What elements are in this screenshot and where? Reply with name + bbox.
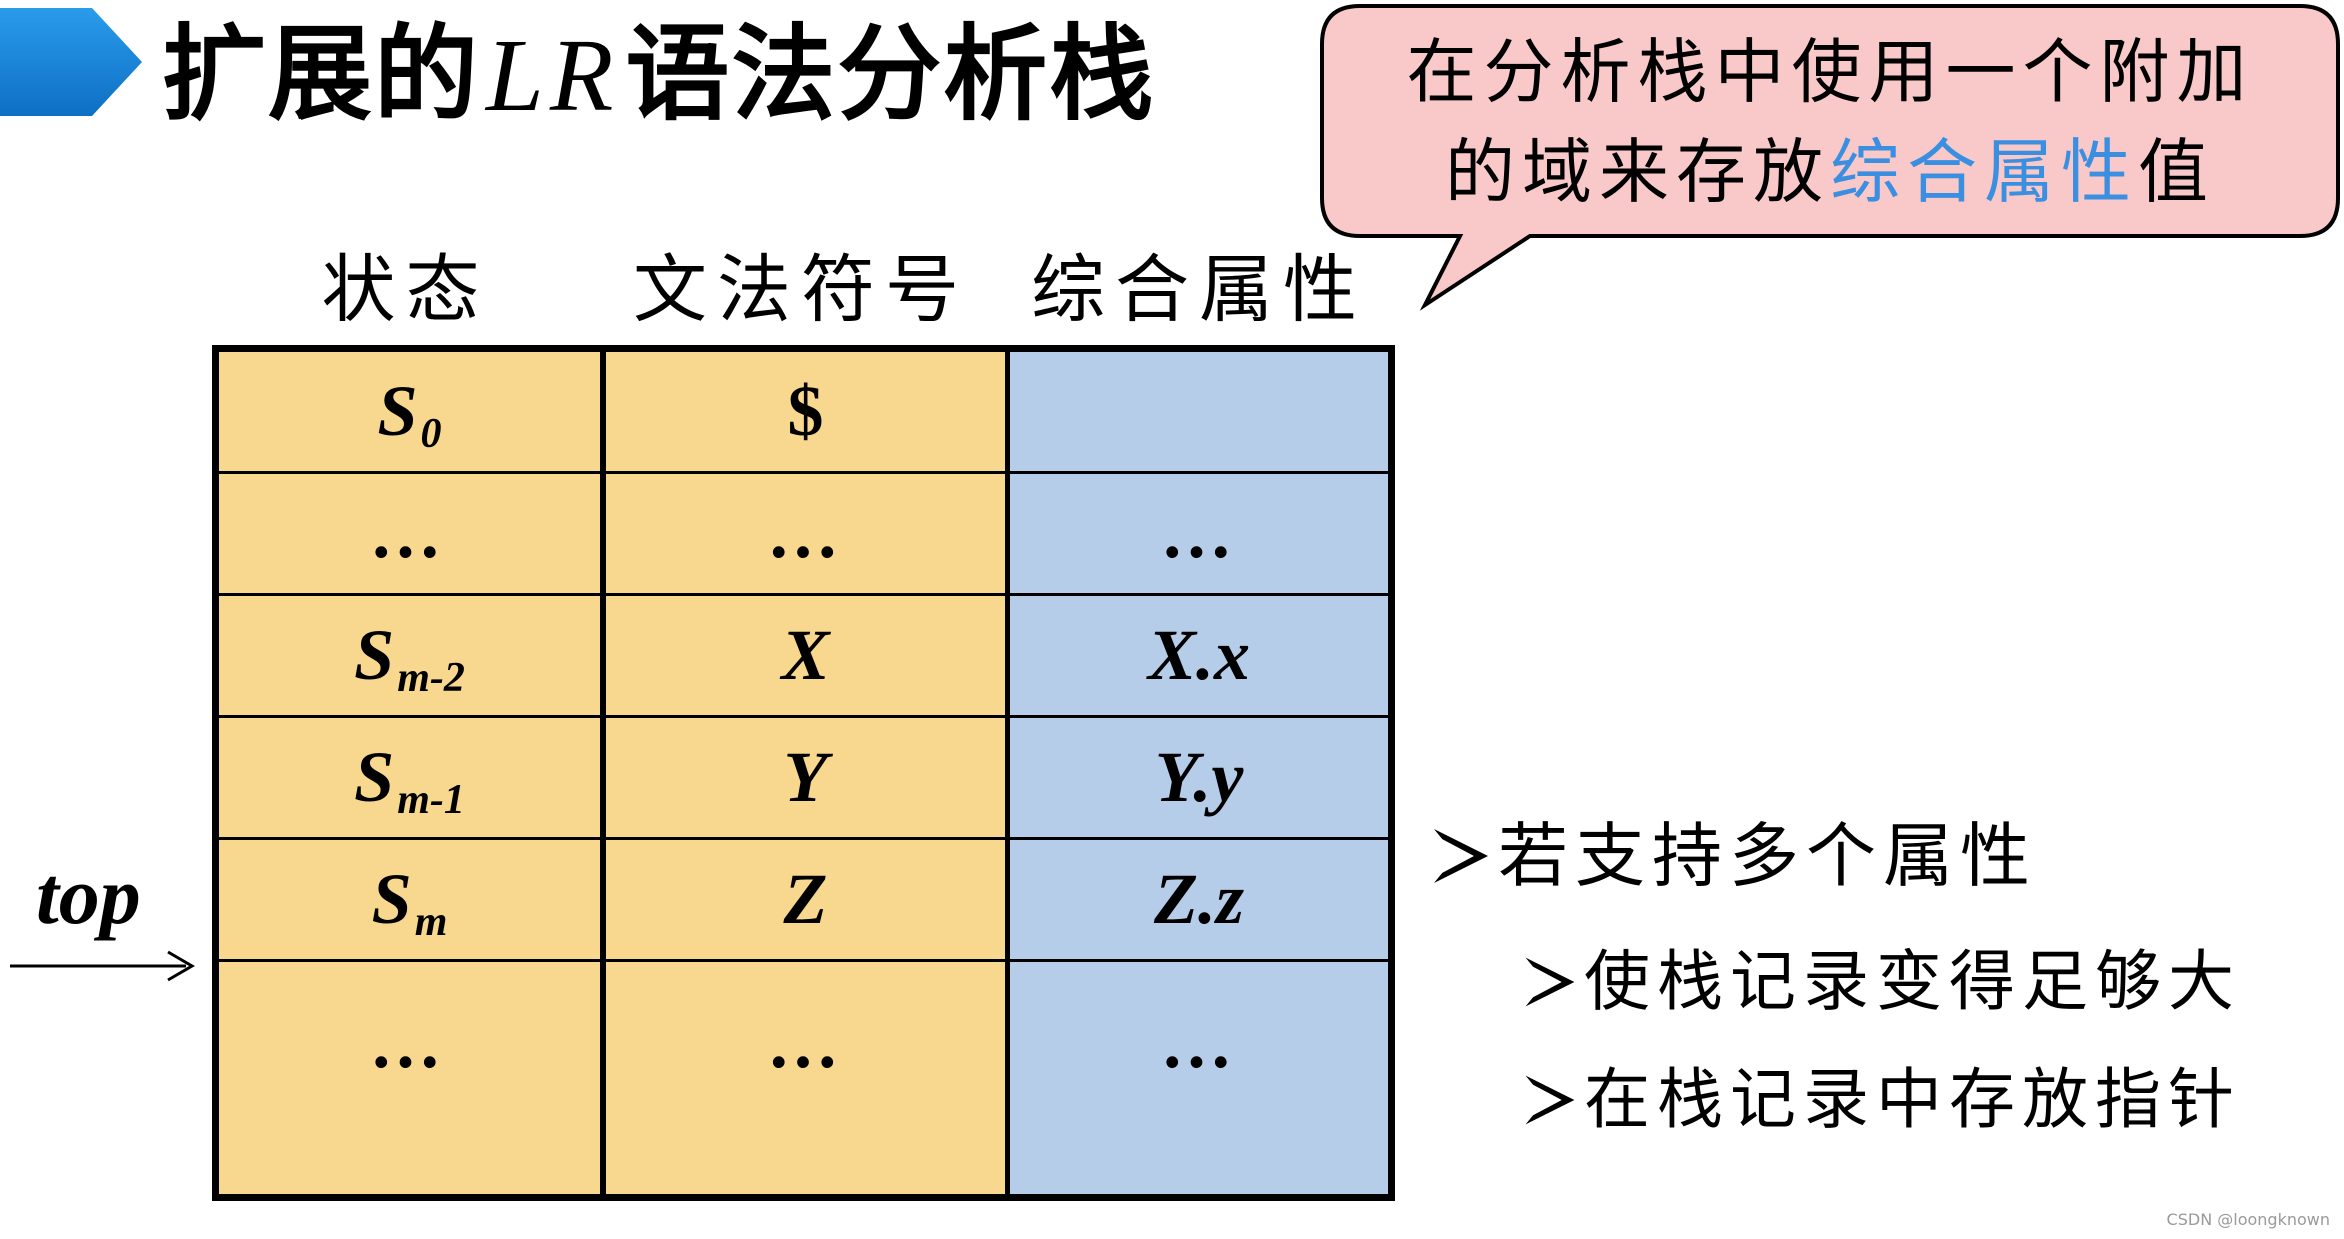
stack-cell-symbol-3: Y [606,718,1010,840]
stack-cell-attr-0 [1010,352,1388,474]
header-attribute: 综合属性 [1031,247,1367,333]
bullet-arrow-icon [1525,1075,1575,1125]
callout-line-2: 的域来存放综合属性值 [1445,131,2215,213]
title-arrow-icon [0,8,142,116]
stack-cell-attr-1: … [1010,474,1388,596]
bullet-sub-2: 在栈记录中存放指针 [1522,1050,2241,1150]
title-prefix: 扩展的 [162,13,481,135]
title-grammar: LR [486,18,620,133]
stack-cell-attr-5: … [1010,962,1388,1194]
bullet-main-text: 若支持多个属性 [1498,815,2037,897]
header-symbol: 文法符号 [633,247,969,333]
title-suffix: 语法分析栈 [625,13,1156,135]
stack-cell-state-5: … [219,962,606,1194]
bullet-arrow-icon [1434,829,1488,883]
bullet-sub-1-text: 使栈记录变得足够大 [1584,943,2241,1020]
callout-text: 在分析栈中使用一个附加 的域来存放综合属性值 [1325,22,2335,222]
stack-cell-symbol-0: $ [606,352,1010,474]
bullet-arrow-icon [1525,957,1575,1007]
bullet-sub-1: 使栈记录变得足够大 [1522,932,2241,1032]
stack-cell-symbol-1: … [606,474,1010,596]
callout-bubble [1320,4,2340,311]
header-state: 状态 [321,247,490,333]
top-pointer-label: top [36,850,141,941]
bullet-main: 若支持多个属性 [1430,806,2037,906]
bullet-sub-2-text: 在栈记录中存放指针 [1584,1061,2241,1138]
top-pointer-arrow-icon [10,950,195,982]
stack-cell-attr-4: Z.z [1010,840,1388,962]
stack-cell-symbol-2: X [606,596,1010,718]
watermark: CSDN @loongknown [2166,1210,2330,1229]
callout-highlight: 综合属性 [1830,131,2138,213]
page-title: 扩展的LR语法分析栈 [162,14,1155,136]
stack-cell-state-1: … [219,474,606,596]
callout-line-1: 在分析栈中使用一个附加 [1406,31,2254,113]
stack-cell-symbol-5: … [606,962,1010,1194]
stack-cell-attr-2: X.x [1010,596,1388,718]
stack-cell-symbol-4: Z [606,840,1010,962]
stack-cell-attr-3: Y.y [1010,718,1388,840]
